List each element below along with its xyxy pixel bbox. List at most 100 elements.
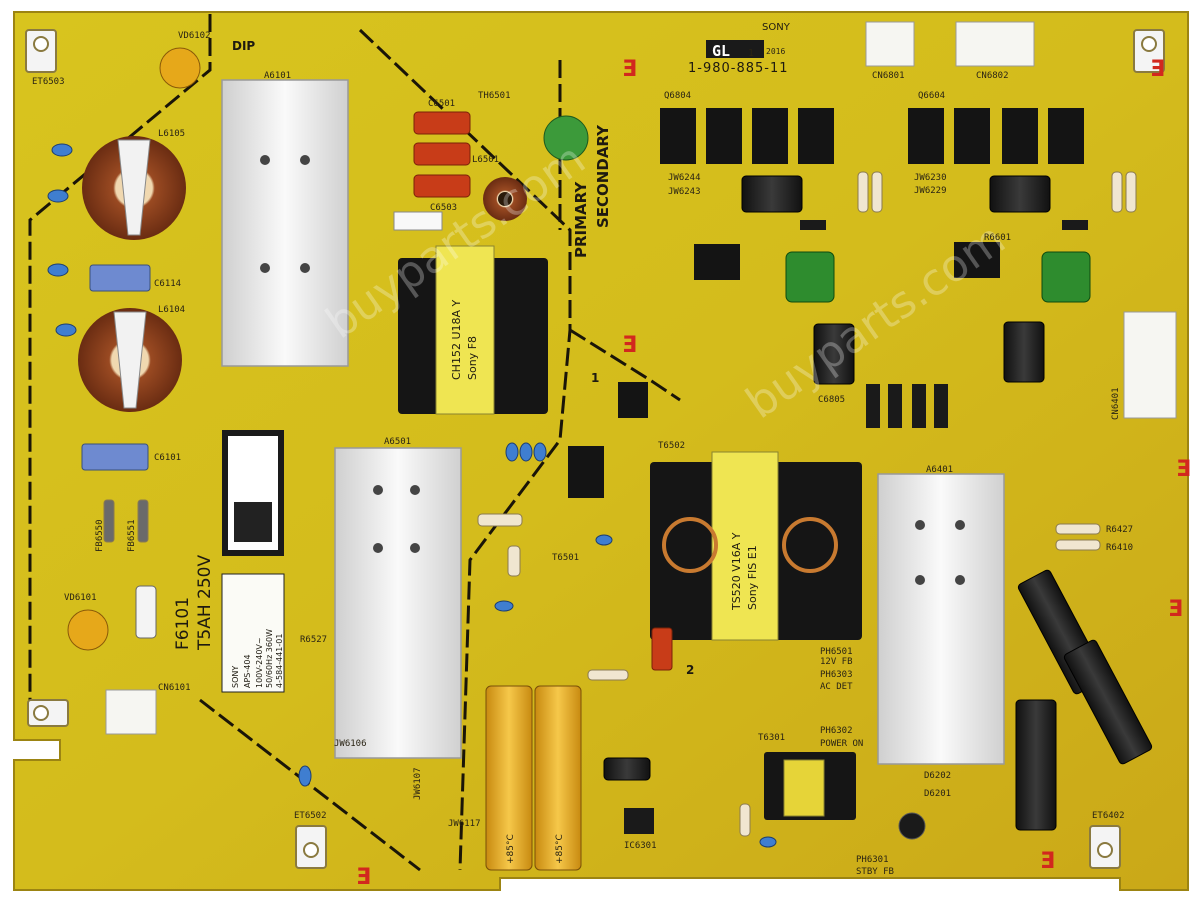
green-inductors xyxy=(785,251,1091,303)
svg-text:CN6801: CN6801 xyxy=(872,71,905,81)
power-transistors xyxy=(568,242,1000,498)
connector-labels: CN6101 CN6801 CN6802 CN6401 xyxy=(158,71,1121,693)
transformer-t6503-sub: Sony F8 xyxy=(466,336,479,380)
svg-text:Ǝ: Ǝ xyxy=(1168,597,1183,622)
svg-text:PH6301: PH6301 xyxy=(856,855,889,865)
white-resistor xyxy=(393,211,443,231)
svg-text:JW6117: JW6117 xyxy=(448,819,481,829)
svg-text:ET6502: ET6502 xyxy=(294,811,327,821)
svg-text:PH6501: PH6501 xyxy=(820,647,853,657)
svg-text:VD6102: VD6102 xyxy=(178,31,211,41)
svg-text:100V-240V~: 100V-240V~ xyxy=(255,637,264,688)
ceramic-capacitors xyxy=(47,143,777,848)
svg-text:PH6303: PH6303 xyxy=(820,670,853,680)
svg-text:CN6802: CN6802 xyxy=(976,71,1009,81)
transformer-t6503-marking: CH152 U18A Y xyxy=(450,299,463,380)
svg-text:R6410: R6410 xyxy=(1106,543,1133,553)
svg-text:C6805: C6805 xyxy=(818,395,845,405)
svg-text:12V FB: 12V FB xyxy=(820,657,853,667)
svg-text:POWER ON: POWER ON xyxy=(820,739,863,749)
svg-text:50/60Hz 360W: 50/60Hz 360W xyxy=(265,629,274,688)
svg-text:ET6402: ET6402 xyxy=(1092,811,1125,821)
svg-text:CN6101: CN6101 xyxy=(158,683,191,693)
svg-text:T6502: T6502 xyxy=(658,441,685,451)
svg-text:C6501: C6501 xyxy=(428,99,455,109)
varistor-vd6102 xyxy=(67,47,201,651)
resistors xyxy=(103,171,1137,837)
red-film-cap xyxy=(651,627,673,671)
maker-label: SONY xyxy=(762,22,791,33)
svg-text:A6401: A6401 xyxy=(926,465,953,475)
heatsink-primary-top xyxy=(221,79,349,367)
svg-text:FB6550: FB6550 xyxy=(95,519,105,552)
svg-text:AC DET: AC DET xyxy=(820,682,853,692)
svg-text:Q6604: Q6604 xyxy=(918,91,945,101)
model-badge-text: GL xyxy=(712,42,730,60)
common-mode-choke-l6105 xyxy=(82,136,186,240)
x-capacitors-c6501 xyxy=(413,111,471,198)
common-mode-choke-l6104 xyxy=(78,308,182,412)
radial-cap-c6201 xyxy=(898,812,926,840)
svg-text:Ǝ: Ǝ xyxy=(1150,57,1165,82)
diodes xyxy=(800,220,1088,428)
standby-transformer-t6301 xyxy=(764,752,856,820)
fuse-rating: T5AH 250V xyxy=(195,555,215,651)
svg-text:A6101: A6101 xyxy=(264,71,291,81)
ratings-sticker xyxy=(221,573,285,693)
output-capacitors-black xyxy=(603,175,1153,831)
ratings-text: SONY APS-404 100V-240V~ 50/60Hz 360W 4-5… xyxy=(231,629,284,688)
region-1: 1 xyxy=(591,371,599,385)
svg-text:JW6244: JW6244 xyxy=(668,173,701,183)
svg-text:Q6804: Q6804 xyxy=(664,91,691,101)
year-label: 2016 xyxy=(766,47,785,56)
svg-text:+85°C: +85°C xyxy=(506,834,516,864)
svg-text:IC6301: IC6301 xyxy=(624,841,657,851)
svg-text:D6202: D6202 xyxy=(924,771,951,781)
x-capacitor-c6101 xyxy=(81,264,151,471)
heatsink-primary-bottom xyxy=(334,447,462,759)
svg-text:L6501: L6501 xyxy=(472,155,499,165)
optocoupler-labels: PH6501 PH6303 PH6302 PH6301 xyxy=(820,647,889,865)
fuse-holder xyxy=(135,585,157,639)
svg-text:T6501: T6501 xyxy=(552,553,579,563)
svg-text:ET6503: ET6503 xyxy=(32,77,65,87)
model-badge-sub: 1 xyxy=(748,48,754,59)
svg-text:R6601: R6601 xyxy=(984,233,1011,243)
svg-text:CN6401: CN6401 xyxy=(1111,387,1121,420)
svg-text:R6427: R6427 xyxy=(1106,525,1133,535)
main-transformer-t6503 xyxy=(398,245,548,415)
svg-text:D6201: D6201 xyxy=(924,789,951,799)
primary-label: PRIMARY xyxy=(572,181,590,258)
svg-text:C6503: C6503 xyxy=(430,203,457,213)
transformer-t6502-sub: Sony FIS E1 xyxy=(746,545,759,610)
connector-cn6801 xyxy=(865,21,915,67)
mosfet-row-right xyxy=(908,108,1084,164)
heatsink-secondary xyxy=(877,473,1005,765)
svg-text:STBY FB: STBY FB xyxy=(856,867,894,877)
svg-text:R6527: R6527 xyxy=(300,635,327,645)
filter-coil-l6501 xyxy=(483,177,527,221)
svg-text:Ǝ: Ǝ xyxy=(622,333,637,358)
region-2: 2 xyxy=(686,663,694,677)
svg-text:Ǝ: Ǝ xyxy=(1176,457,1191,482)
part-number: 1-980-885-11 xyxy=(688,61,789,76)
bulk-cap-temp: +85°C +85°C xyxy=(506,834,565,864)
model-badge-box xyxy=(706,40,764,58)
svg-text:Ǝ: Ǝ xyxy=(622,57,637,82)
svg-text:C6114: C6114 xyxy=(154,279,181,289)
svg-text:FB6551: FB6551 xyxy=(127,519,137,552)
main-transformer-t6502 xyxy=(650,451,862,641)
svg-text:APS-404: APS-404 xyxy=(243,654,252,688)
bulk-capacitors-gold xyxy=(485,685,582,871)
barcode-sticker xyxy=(222,430,284,556)
svg-text:JW6243: JW6243 xyxy=(668,187,701,197)
dip-label: DIP xyxy=(232,39,255,53)
svg-text:L6104: L6104 xyxy=(158,305,185,315)
svg-text:JW6230: JW6230 xyxy=(914,173,947,183)
connector-cn6802 xyxy=(955,21,1035,67)
svg-text:C6101: C6101 xyxy=(154,453,181,463)
svg-text:TH6501: TH6501 xyxy=(478,91,511,101)
svg-text:+85°C: +85°C xyxy=(555,834,565,864)
svg-text:SONY: SONY xyxy=(231,666,240,688)
